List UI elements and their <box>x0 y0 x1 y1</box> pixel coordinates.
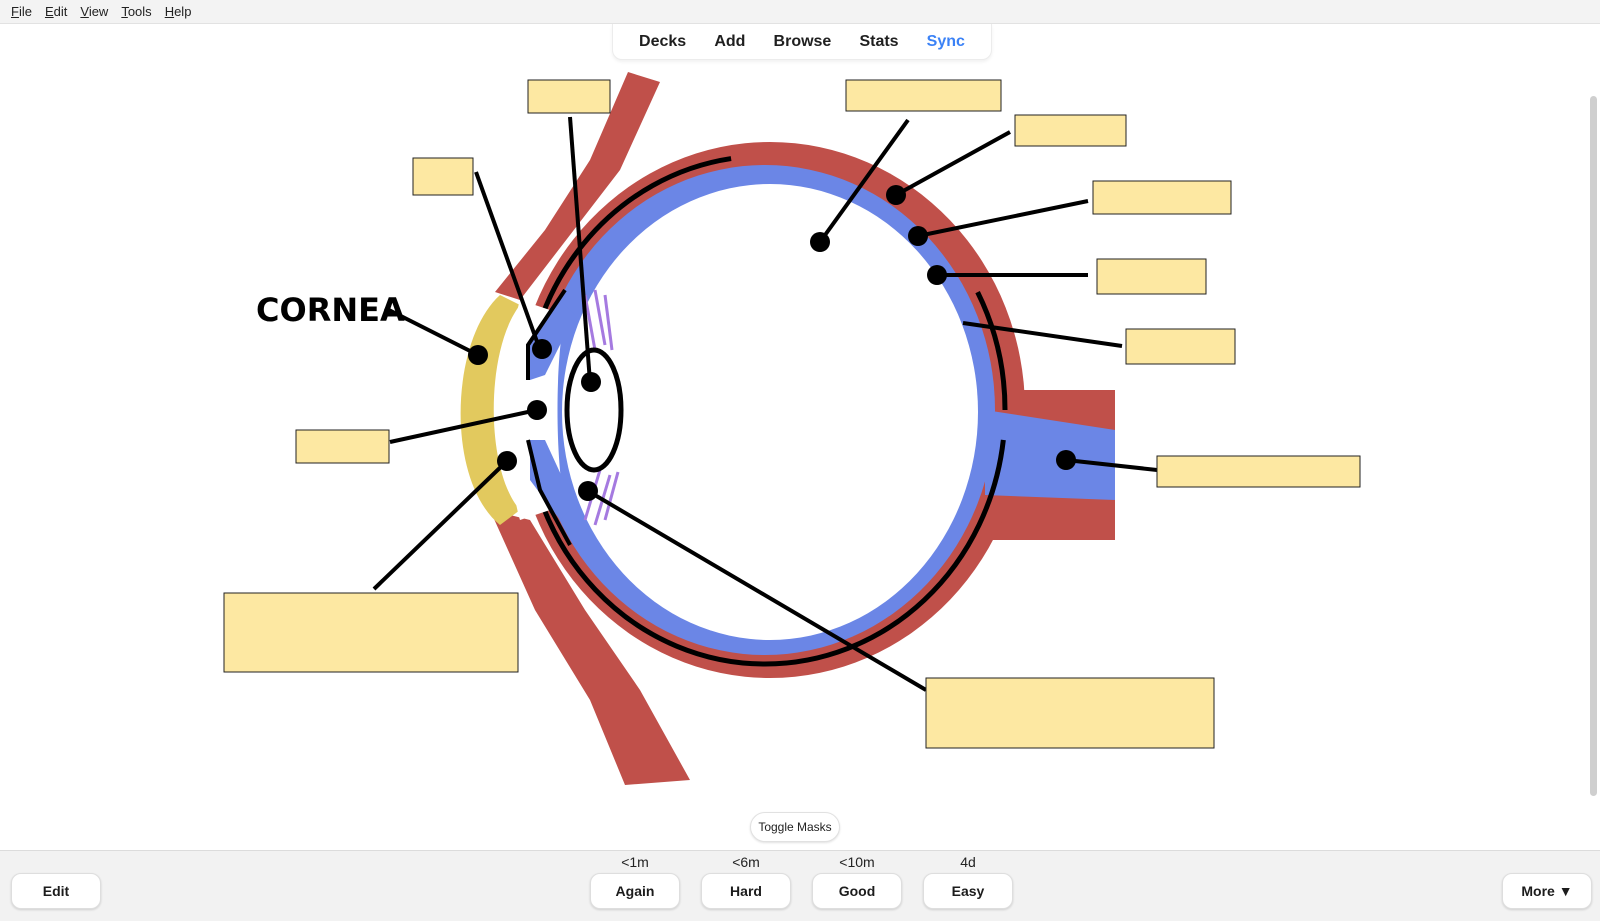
again-interval: <1m <box>621 854 649 870</box>
menu-file-key: F <box>11 4 19 19</box>
lower-eye-muscle <box>490 510 690 785</box>
menu-view-key: V <box>80 4 89 19</box>
menu-edit-rest: dit <box>53 4 68 19</box>
lens <box>564 347 624 473</box>
good-button[interactable]: Good <box>812 873 902 909</box>
upper-eye-muscle <box>495 72 660 300</box>
mask-5[interactable] <box>1092 180 1232 215</box>
menu-tools-key: T <box>121 4 128 19</box>
optic-nerve <box>985 410 1115 500</box>
hard-interval: <6m <box>732 854 760 870</box>
mask-10[interactable] <box>223 592 519 673</box>
occlusion-masks <box>223 79 1361 749</box>
top-nav: Decks Add Browse Stats Sync <box>612 24 992 60</box>
mask-6[interactable] <box>1096 258 1207 295</box>
toggle-masks-button[interactable]: Toggle Masks <box>750 812 840 842</box>
mask-7[interactable] <box>1125 328 1236 365</box>
menu-bar: File Edit View Tools Help <box>0 0 1600 24</box>
easy-interval: 4d <box>960 854 976 870</box>
nav-stats[interactable]: Stats <box>859 32 899 50</box>
card-content: CORNEA <box>0 60 1586 850</box>
mask-8[interactable] <box>295 429 390 464</box>
scrollbar-thumb[interactable] <box>1590 96 1597 796</box>
mask-9[interactable] <box>1156 455 1361 488</box>
more-button[interactable]: More ▼ <box>1502 873 1592 909</box>
menu-tools-rest: ools <box>127 4 152 19</box>
menu-edit[interactable]: Edit <box>40 4 75 19</box>
iris-outline-upper <box>526 288 567 380</box>
nav-browse[interactable]: Browse <box>773 32 832 50</box>
menu-file[interactable]: File <box>6 4 40 19</box>
iris-lower <box>530 440 575 520</box>
menu-view-rest: iew <box>88 4 109 19</box>
mask-1[interactable] <box>527 79 611 114</box>
mask-4[interactable] <box>1014 114 1127 147</box>
menu-help-key: H <box>164 4 175 19</box>
leader-lines <box>372 116 1158 692</box>
eye-diagram: CORNEA <box>223 72 1361 785</box>
good-interval: <10m <box>839 854 875 870</box>
menu-help[interactable]: Help <box>160 4 200 19</box>
vitreous-body <box>562 184 978 640</box>
nav-decks[interactable]: Decks <box>639 32 687 50</box>
menu-edit-key: E <box>44 4 54 19</box>
iris-upper <box>530 300 575 380</box>
hard-button[interactable]: Hard <box>701 873 791 909</box>
edit-button[interactable]: Edit <box>11 873 101 909</box>
again-button[interactable]: Again <box>590 873 680 909</box>
mask-11[interactable] <box>925 677 1215 749</box>
mask-3[interactable] <box>845 79 1002 112</box>
menu-tools[interactable]: Tools <box>116 4 159 19</box>
nav-add[interactable]: Add <box>714 32 746 50</box>
easy-button[interactable]: Easy <box>923 873 1013 909</box>
menu-view[interactable]: View <box>75 4 116 19</box>
mask-2[interactable] <box>412 157 474 196</box>
nav-sync[interactable]: Sync <box>926 32 965 50</box>
pointer-dots <box>468 185 1076 501</box>
cornea-label: CORNEA <box>256 291 405 329</box>
vertical-scrollbar[interactable] <box>1588 62 1598 850</box>
menu-help-rest: elp <box>174 4 192 19</box>
iris-outline-lower <box>526 439 572 546</box>
bottom-bar <box>0 850 1600 921</box>
menu-file-rest: ile <box>18 4 32 19</box>
